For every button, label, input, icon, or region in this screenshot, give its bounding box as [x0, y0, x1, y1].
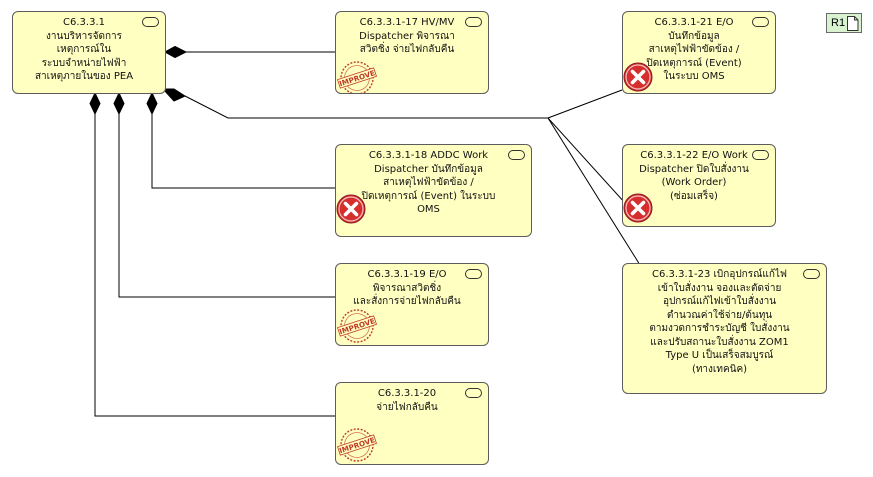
node-text-line: จ่ายไฟกลับคืน [376, 401, 438, 413]
node-text-line: C6.3.3.1-22 E/O Work [640, 150, 748, 161]
diamond-head-20 [89, 91, 101, 116]
error-icon [623, 193, 653, 223]
node-c6331-19-text: C6.3.3.1-19 E/O พิจารณาสวิตชิ่งและสั่งการ… [344, 268, 470, 309]
improve-stamp-icon: IMPROVE [337, 309, 377, 343]
node-text-line: C6.3.3.1-18 ADDC Work [368, 150, 489, 161]
node-text-line: เข้าใบสั่งงาน จองและตัดจ่าย [657, 282, 782, 294]
r1-badge-label: R1 [831, 17, 846, 29]
node-c6331-17-text: C6.3.3.1-17 HV/MV Dispatcher พิจารณาสวิตช… [344, 16, 470, 57]
node-text-line: และสั่งการจ่ายไฟกลับคืน [353, 296, 461, 307]
node-text-line: C6.3.3.1-17 HV/MV [359, 17, 455, 28]
node-text-line: สาเหตุไฟฟ้าขัดข้อง / [648, 44, 740, 55]
node-text-line: บันทึกข้อมูล [668, 30, 720, 42]
node-text-line: สวิตชิ่ง จ่ายไฟกลับคืน [359, 44, 455, 55]
expand-toggle-icon[interactable] [142, 17, 159, 27]
svg-text:IMPROVE: IMPROVE [338, 435, 376, 455]
node-c6331-23[interactable]: C6.3.3.1-23 เบิกอุปกรณ์แก้ไฟเข้าใบสั่งงา… [622, 263, 827, 394]
node-text-line: สาเหตุไฟฟ้าขัดข้อง / [383, 177, 474, 188]
node-text-line: OMS [417, 204, 440, 215]
node-root-text: C6.3.3.1 งานบริหารจัดการเหตุการณ์ในระบบจำ… [21, 16, 147, 84]
error-icon [623, 62, 653, 92]
svg-text:IMPROVE: IMPROVE [338, 68, 376, 88]
node-text-line: Dispatcher พิจารณา [359, 30, 455, 42]
expand-toggle-icon[interactable] [465, 17, 482, 27]
node-c6331-20[interactable]: C6.3.3.1-20 จ่ายไฟกลับคืน IMPROVE [335, 382, 489, 465]
node-root[interactable]: C6.3.3.1 งานบริหารจัดการเหตุการณ์ในระบบจำ… [12, 11, 166, 94]
node-text-line: C6.3.3.1-23 เบิกอุปกรณ์แก้ไฟ [652, 269, 787, 280]
connector-hub-to-21 [547, 89, 623, 119]
expand-toggle-icon[interactable] [803, 269, 820, 279]
expand-toggle-icon[interactable] [752, 150, 769, 160]
node-text-line: สาเหตุภายในของ PEA [34, 71, 134, 82]
node-text-line: ตามงวดการชำระบัญชี ใบสั่งงาน [649, 323, 790, 334]
expand-toggle-icon[interactable] [465, 269, 482, 279]
r1-badge[interactable]: R1 [826, 13, 862, 33]
node-c6331-17[interactable]: C6.3.3.1-17 HV/MV Dispatcher พิจารณาสวิตช… [335, 11, 489, 94]
node-text-line: C6.3.3.1-19 E/O [367, 269, 447, 280]
node-text-line: (Work Order) [661, 177, 727, 188]
document-icon [847, 16, 859, 31]
connector-root-to-19 [118, 114, 335, 298]
diamond-head-hub [161, 88, 187, 102]
node-text-line: ปิดเหตุการณ์ (Event) [646, 57, 742, 69]
node-text-line: C6.3.3.1-21 E/O [654, 17, 734, 28]
node-text-line: ระบบจำหน่ายไฟฟ้า [41, 57, 127, 69]
expand-toggle-icon[interactable] [465, 388, 482, 398]
diamond-head-18 [146, 91, 158, 116]
improve-stamp-icon: IMPROVE [337, 428, 377, 462]
node-c6331-21-text: C6.3.3.1-21 E/O บันทึกข้อมูลสาเหตุไฟฟ้าขั… [631, 16, 757, 84]
connectors [89, 45, 646, 417]
node-text-line: และปรับสถานะใบสั่งงาน ZOM1 [650, 336, 789, 348]
node-text-line: ในระบบ OMS [663, 71, 725, 82]
node-c6331-23-text: C6.3.3.1-23 เบิกอุปกรณ์แก้ไฟเข้าใบสั่งงา… [631, 268, 808, 376]
node-text-line: Type U เป็นเสร็จสมบูรณ์ [665, 350, 774, 361]
connector-root-to-20 [94, 114, 335, 417]
expand-toggle-icon[interactable] [752, 17, 769, 27]
diamond-head-17 [163, 45, 188, 59]
node-text-line: C6.3.3.1-20 [377, 388, 437, 399]
connector-root-to-18 [151, 114, 335, 189]
node-text-line: งานบริหารจัดการ [45, 30, 123, 42]
connector-root-to-hub [184, 95, 548, 119]
node-c6331-20-text: C6.3.3.1-20 จ่ายไฟกลับคืน [344, 387, 470, 414]
node-text-line: ปิดเหตุการณ์ (Event) ในระบบ [361, 190, 496, 202]
expand-toggle-icon[interactable] [508, 150, 525, 160]
node-text-line: C6.3.3.1 [63, 17, 105, 28]
node-text-line: พิจารณาสวิตชิ่ง [372, 282, 442, 294]
diamond-head-19 [113, 91, 125, 116]
node-text-line: (ซ่อมเสร็จ) [670, 190, 718, 202]
improve-stamp-icon: IMPROVE [337, 61, 377, 93]
connector-hub-to-23 [547, 117, 641, 266]
svg-text:IMPROVE: IMPROVE [338, 316, 376, 336]
node-text-line: ตำนวณค่าใช้จ่าย/ต้นทุน [666, 309, 773, 321]
node-c6331-19[interactable]: C6.3.3.1-19 E/O พิจารณาสวิตชิ่งและสั่งการ… [335, 263, 489, 346]
node-text-line: อุปกรณ์แก้ไฟเข้าใบสั่งงาน [662, 296, 777, 307]
node-text-line: Dispatcher บันทึกข้อมูล [374, 163, 483, 175]
node-text-line: (ทางเทคนิค) [691, 363, 748, 375]
node-text-line: Dispatcher ปิดใบสั่งงาน [639, 163, 749, 175]
node-text-line: เหตุการณ์ใน [56, 44, 112, 55]
node-c6331-21[interactable]: C6.3.3.1-21 E/O บันทึกข้อมูลสาเหตุไฟฟ้าขั… [622, 11, 776, 94]
error-icon [336, 194, 366, 224]
